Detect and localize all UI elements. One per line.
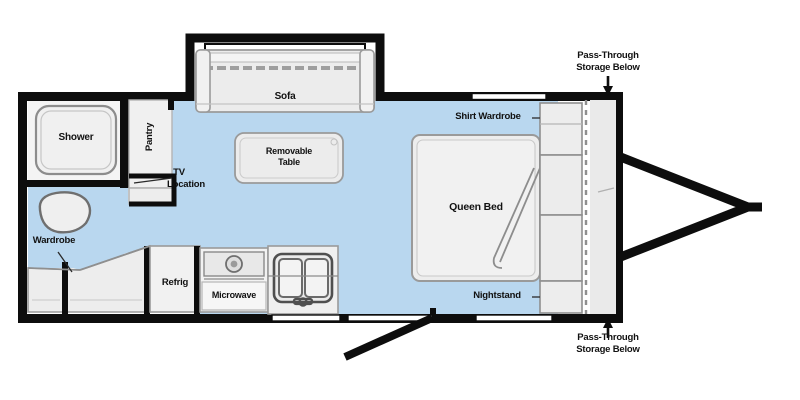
shirt-wardrobe-fixture [532,102,583,156]
shower-fixture [34,104,118,176]
galley-group [149,245,339,315]
microwave-cooktop-fixture [199,247,269,313]
lower-left-storage-group [27,244,151,314]
pantry-and-tv-group [128,96,177,207]
double-sink-fixture [267,245,339,315]
rear-cabinet-run [539,154,583,282]
pass-through-arrow-top [603,76,613,96]
removable-table-fixture [234,132,344,184]
refrig-fixture [149,245,201,313]
queen-bed-fixture [411,134,541,282]
window-front-bottom [475,314,553,322]
pass-through-storage-zone [590,100,616,314]
bedroom-group [411,100,616,318]
entry-door-swing [343,314,434,361]
nightstand-fixture [532,280,583,314]
toilet-fixture [38,191,92,234]
a-frame-hitch [616,151,762,263]
window-front-top [471,92,547,101]
sofa-fixture [195,49,375,113]
pass-through-arrow-bottom [603,318,613,338]
window-galley [271,314,341,322]
